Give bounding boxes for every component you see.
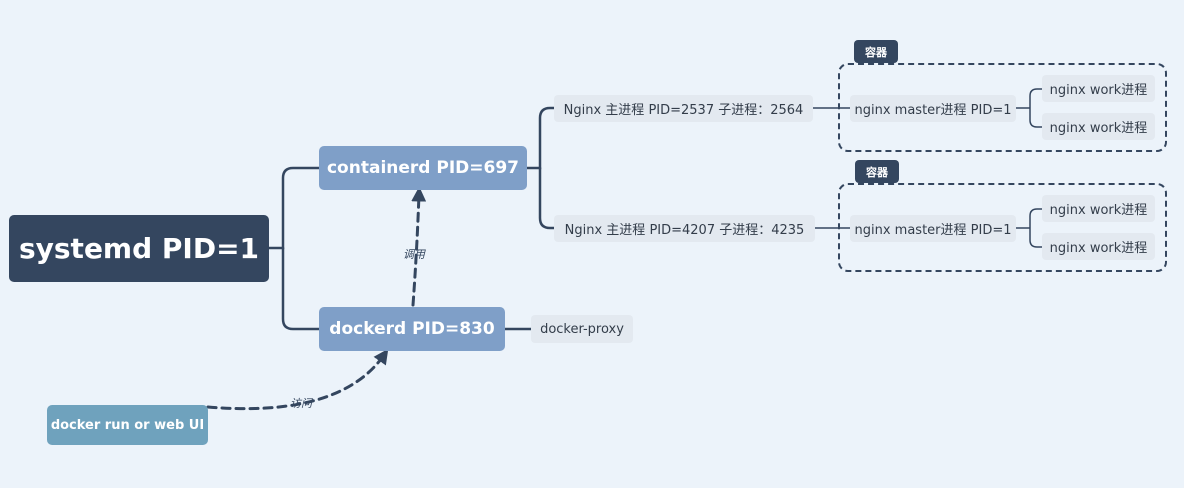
container-boundary (838, 183, 1167, 272)
nginx-master-node[interactable]: nginx master进程 PID=1 (850, 95, 1016, 122)
edge-label-access: 访问 (290, 397, 312, 410)
edge-dockerd-calls-containerd (411, 186, 427, 307)
nginx-worker-node[interactable]: nginx work进程 (1042, 233, 1155, 260)
nginx-worker-node[interactable]: nginx work进程 (1042, 195, 1155, 222)
nginx-worker-node[interactable]: nginx work进程 (1042, 113, 1155, 140)
edge-label-call: 调用 (403, 248, 425, 261)
edge-master2-workers (1015, 208, 1043, 248)
container-boundary-tag: 容器 (855, 160, 899, 183)
dockerd-node[interactable]: dockerd PID=830 (319, 307, 505, 351)
client-node[interactable]: docker run or web UI (47, 405, 208, 445)
docker-proxy-node[interactable]: docker-proxy (531, 315, 633, 343)
nginx-worker-node[interactable]: nginx work进程 (1042, 75, 1155, 102)
nginx-process-node[interactable]: Nginx 主进程 PID=4207 子进程：4235 (554, 215, 815, 242)
containerd-node[interactable]: containerd PID=697 (319, 146, 527, 190)
systemd-node[interactable]: systemd PID=1 (9, 215, 269, 282)
edge-systemd-containerd (267, 166, 321, 250)
nginx-master-node[interactable]: nginx master进程 PID=1 (850, 215, 1016, 242)
edge-containerd-nginx2 (538, 166, 556, 230)
edge-systemd-dockerd (281, 246, 321, 331)
edge-client-accesses-dockerd (206, 348, 389, 411)
container-boundary (838, 63, 1167, 152)
nginx-process-node[interactable]: Nginx 主进程 PID=2537 子进程：2564 (554, 95, 813, 122)
edge-master1-workers (1015, 88, 1043, 128)
container-boundary-tag: 容器 (854, 40, 898, 63)
edge-containerd-nginx1 (525, 106, 556, 170)
